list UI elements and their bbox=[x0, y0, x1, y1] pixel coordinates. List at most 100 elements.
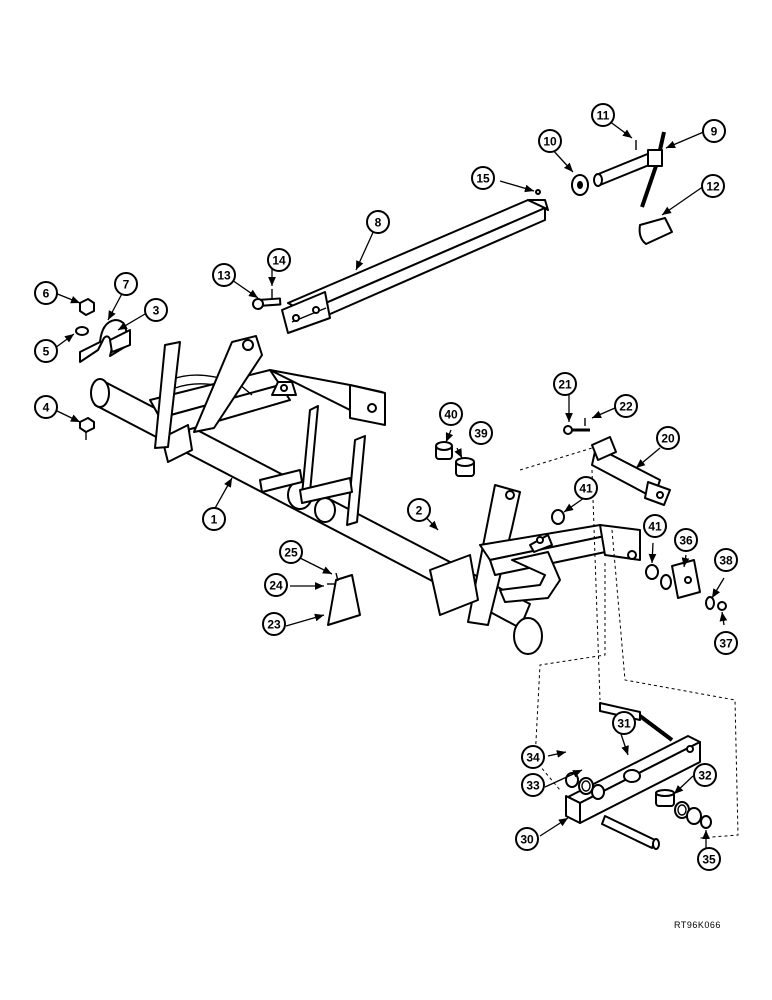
callout-1: 1 bbox=[202, 507, 226, 531]
callout-number: 13 bbox=[217, 269, 231, 283]
callout-31: 31 bbox=[612, 711, 636, 735]
callout-number: 35 bbox=[702, 853, 716, 867]
callout-15: 15 bbox=[471, 166, 495, 190]
callout-number: 9 bbox=[711, 125, 718, 139]
callout-6: 6 bbox=[34, 281, 58, 305]
callout-number: 37 bbox=[719, 637, 733, 651]
cotter-15 bbox=[535, 189, 541, 195]
callout-10: 10 bbox=[538, 129, 562, 153]
washer-5 bbox=[75, 326, 89, 336]
bolt-4 bbox=[79, 417, 95, 440]
callout-number: 25 bbox=[284, 546, 298, 560]
callout-37: 37 bbox=[714, 631, 738, 655]
assembly-guide-lines bbox=[519, 447, 739, 839]
callout-number: 21 bbox=[558, 378, 572, 392]
callout-14: 14 bbox=[267, 248, 291, 272]
callout-number: 8 bbox=[375, 216, 382, 230]
pin-21 bbox=[563, 425, 590, 435]
callout-39: 39 bbox=[469, 421, 493, 445]
callout-number: 1 bbox=[211, 513, 218, 527]
callout-number: 23 bbox=[267, 618, 281, 632]
callout-number: 41 bbox=[648, 520, 662, 534]
washer-10 bbox=[571, 174, 589, 196]
callout-number: 41 bbox=[579, 482, 593, 496]
callout-2: 2 bbox=[407, 498, 431, 522]
callout-9: 9 bbox=[702, 119, 726, 143]
linkage-bar bbox=[281, 199, 549, 334]
pivot-block bbox=[660, 559, 701, 599]
callout-12: 12 bbox=[701, 174, 725, 198]
callout-number: 31 bbox=[617, 717, 631, 731]
callout-number: 24 bbox=[269, 579, 283, 593]
bolt-37 bbox=[717, 601, 727, 611]
callout-3: 3 bbox=[144, 298, 168, 322]
callout-number: 10 bbox=[543, 135, 557, 149]
callout-number: 34 bbox=[526, 751, 540, 765]
callout-number: 39 bbox=[474, 427, 488, 441]
callout-8: 8 bbox=[366, 210, 390, 234]
callout-number: 30 bbox=[520, 833, 534, 847]
callout-32: 32 bbox=[693, 763, 717, 787]
bushing-41-lower bbox=[645, 564, 659, 580]
callout-number: 36 bbox=[679, 534, 693, 548]
pin-13 bbox=[252, 297, 282, 310]
callout-41: 41 bbox=[643, 514, 667, 538]
callout-36: 36 bbox=[674, 528, 698, 552]
callout-number: 7 bbox=[123, 278, 130, 292]
mounting-plates bbox=[154, 341, 366, 526]
callout-33: 33 bbox=[521, 773, 545, 797]
nut-6 bbox=[79, 298, 95, 316]
bearing-35 bbox=[674, 801, 712, 829]
bushing-40 bbox=[435, 441, 453, 460]
hydraulic-cylinder bbox=[591, 436, 671, 506]
callout-21: 21 bbox=[553, 372, 577, 396]
reference-code: RT96K066 bbox=[674, 920, 721, 930]
washer-38 bbox=[705, 596, 715, 610]
callout-35: 35 bbox=[697, 847, 721, 871]
callout-20: 20 bbox=[656, 426, 680, 450]
right-frame bbox=[429, 484, 641, 626]
callout-number: 40 bbox=[444, 408, 458, 422]
hand-crank bbox=[593, 131, 666, 208]
callout-number: 6 bbox=[43, 287, 50, 301]
bushing-41-upper bbox=[551, 509, 565, 525]
grip-12 bbox=[638, 217, 673, 245]
callout-13: 13 bbox=[212, 263, 236, 287]
bushing-32 bbox=[655, 789, 675, 807]
bushing-39 bbox=[455, 457, 475, 477]
callout-40: 40 bbox=[439, 402, 463, 426]
callout-number: 14 bbox=[272, 254, 286, 268]
callout-7: 7 bbox=[114, 272, 138, 296]
callout-11: 11 bbox=[591, 103, 615, 127]
callout-number: 20 bbox=[661, 432, 675, 446]
callout-number: 38 bbox=[719, 554, 733, 568]
callout-number: 2 bbox=[416, 504, 423, 518]
callout-number: 12 bbox=[706, 180, 720, 194]
callout-23: 23 bbox=[262, 612, 286, 636]
callout-38: 38 bbox=[714, 548, 738, 572]
callout-41: 41 bbox=[574, 476, 598, 500]
spindle-upper bbox=[599, 702, 674, 742]
callout-number: 3 bbox=[153, 304, 160, 318]
callout-number: 4 bbox=[43, 401, 50, 415]
callout-number: 15 bbox=[476, 172, 490, 186]
callout-34: 34 bbox=[521, 745, 545, 769]
callout-24: 24 bbox=[264, 573, 288, 597]
callout-4: 4 bbox=[34, 395, 58, 419]
callout-number: 22 bbox=[619, 400, 633, 414]
callout-30: 30 bbox=[515, 827, 539, 851]
u-clamp bbox=[79, 319, 131, 363]
callout-22: 22 bbox=[614, 394, 638, 418]
callout-25: 25 bbox=[279, 540, 303, 564]
callout-leaders bbox=[54, 117, 728, 848]
callout-number: 11 bbox=[597, 109, 610, 123]
spindle-lower bbox=[601, 815, 660, 850]
callout-5: 5 bbox=[34, 339, 58, 363]
frame-structure bbox=[149, 369, 386, 436]
callout-number: 33 bbox=[526, 779, 540, 793]
pin-25 bbox=[335, 572, 339, 582]
callout-number: 32 bbox=[698, 769, 712, 783]
wear-strip bbox=[327, 574, 361, 626]
callout-number: 5 bbox=[43, 345, 50, 359]
